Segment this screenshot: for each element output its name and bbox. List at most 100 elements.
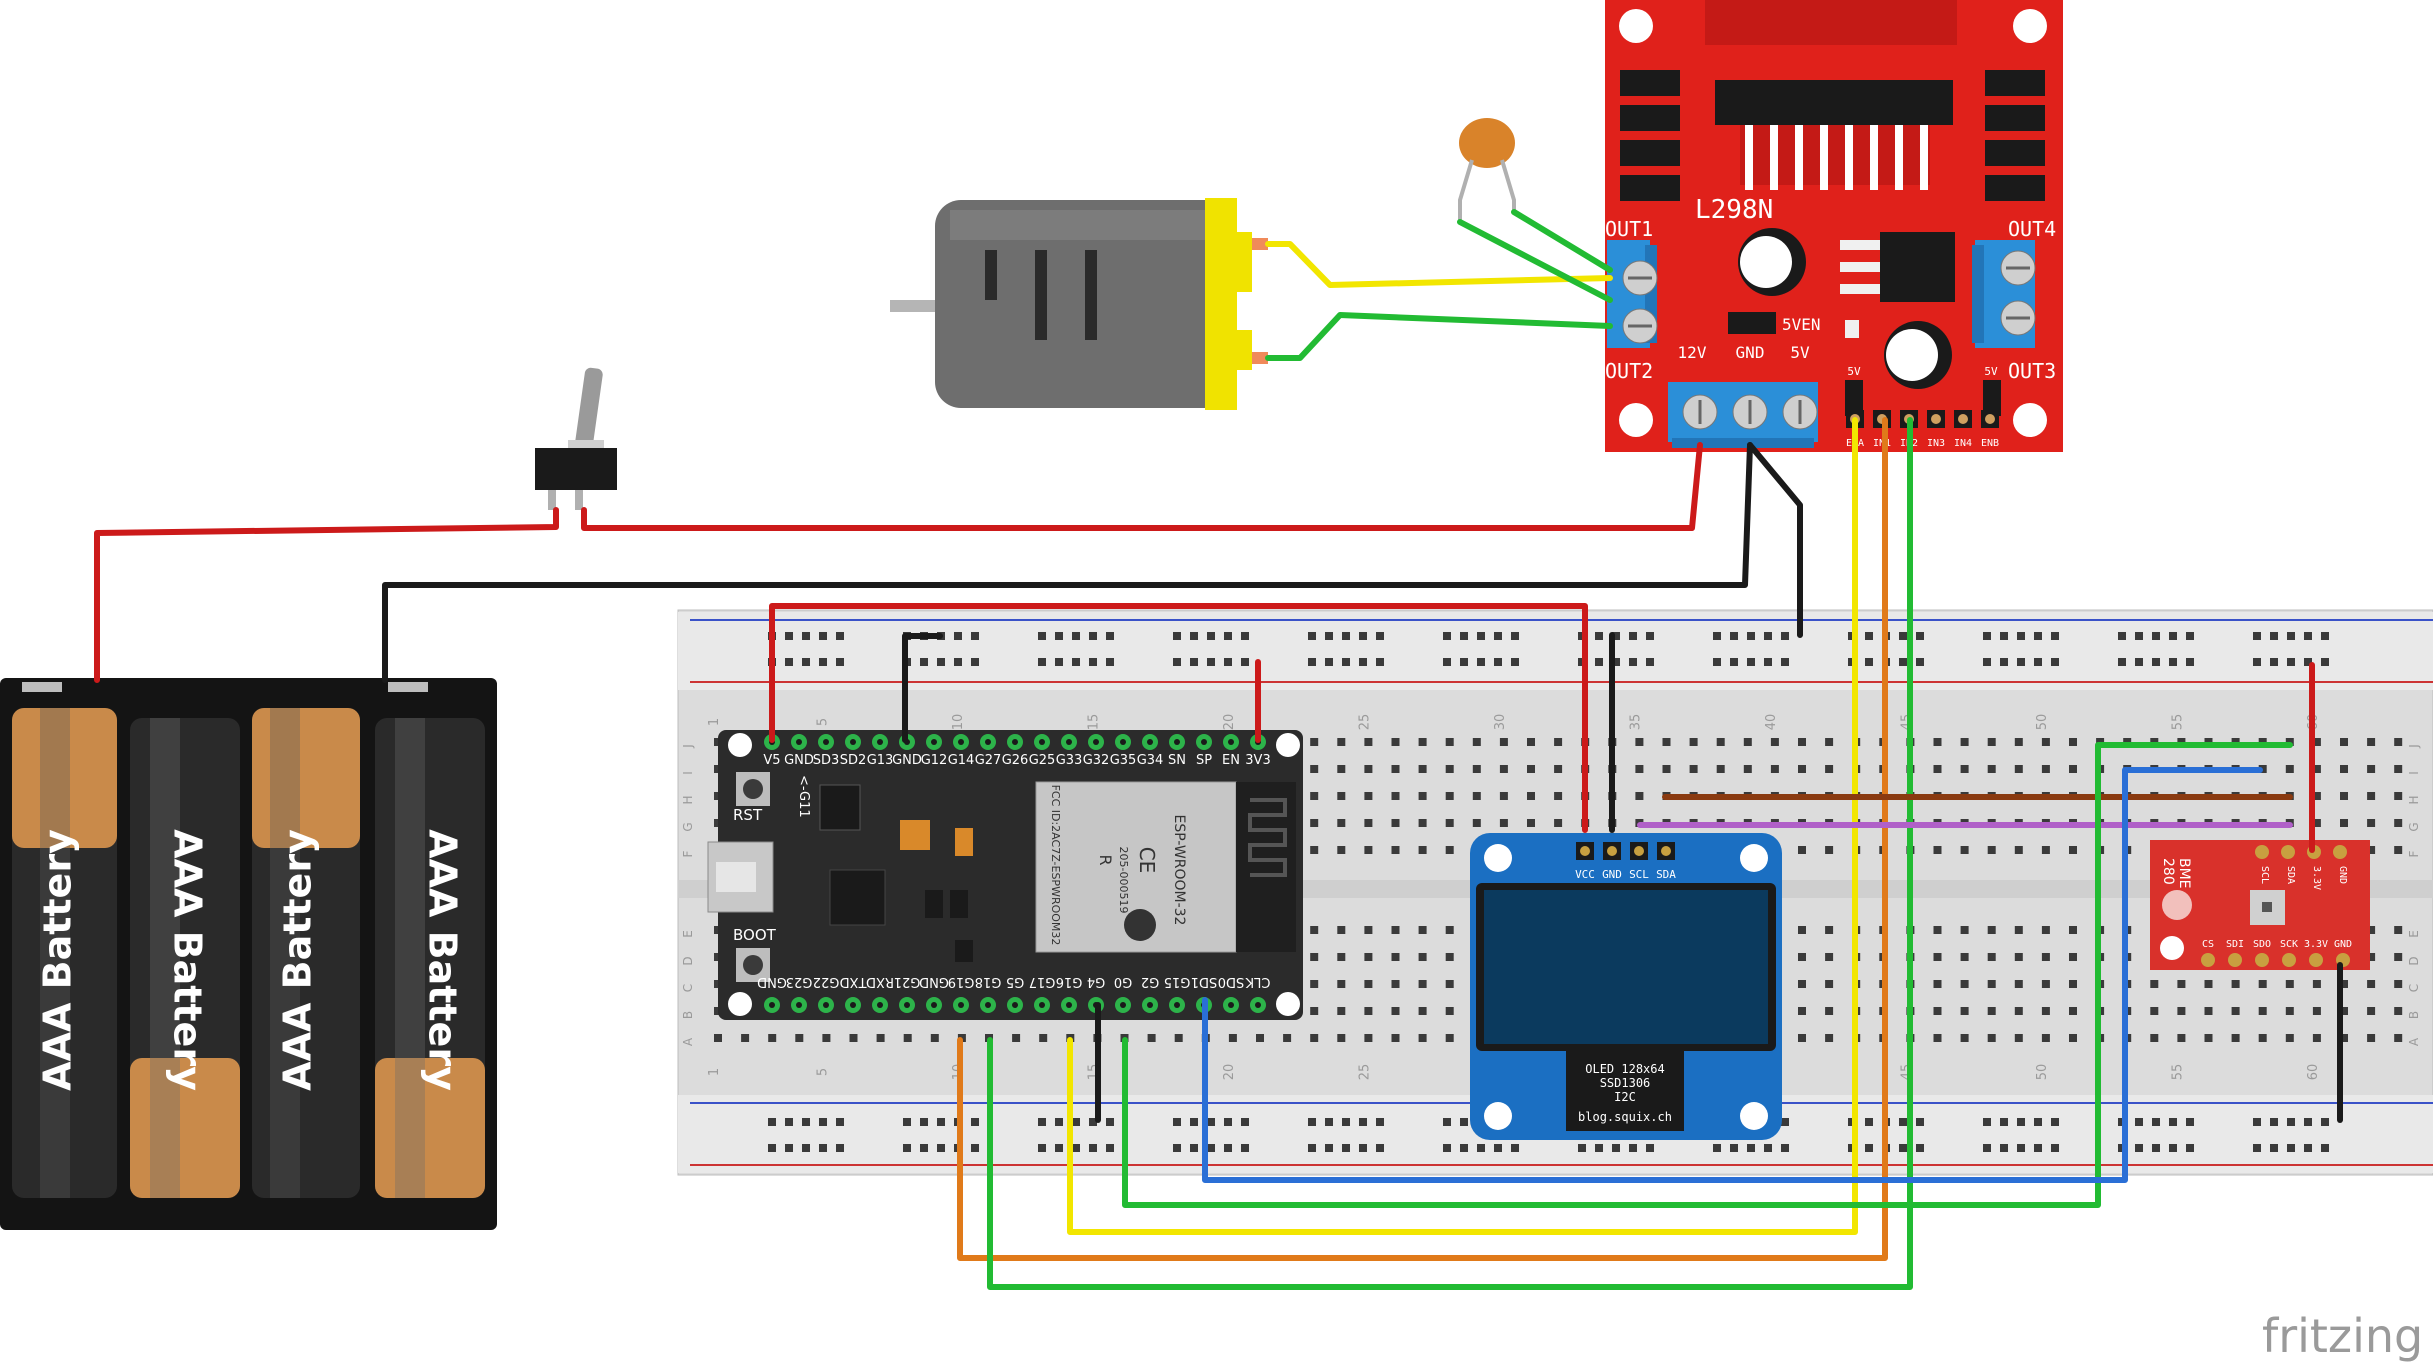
wire-bme-sda-blue [1202, 767, 2263, 1183]
breadboard-hole [2367, 765, 2376, 773]
power-term-5v: 5V [1790, 343, 1810, 362]
rail-hole [971, 658, 979, 666]
rail-hole [1781, 1118, 1789, 1126]
rail-hole [2135, 632, 2143, 640]
row-letter: G [681, 822, 695, 831]
breadboard-hole [2177, 1034, 2186, 1042]
rail-hole [1443, 1144, 1451, 1152]
rail-hole [1376, 1144, 1384, 1152]
breadboard-hole [2340, 1034, 2348, 1042]
rail-hole [1511, 658, 1519, 666]
rail-hole [1899, 1144, 1907, 1152]
breadboard-hole [2231, 1007, 2240, 1015]
row-letter: C [681, 984, 695, 992]
breadboard-hole [1635, 738, 1644, 746]
breadboard-hole [1472, 792, 1481, 800]
rail-hole [903, 1118, 911, 1126]
terminal-power [1668, 382, 1818, 448]
rail-hole [785, 632, 793, 640]
rail-hole [2287, 1144, 2295, 1152]
rail-hole [819, 632, 827, 640]
breadboard-hole [1391, 1034, 1400, 1042]
breadboard-hole [1445, 765, 1454, 773]
row-letter: H [681, 795, 695, 804]
rail-hole [1072, 1144, 1080, 1152]
breadboard-hole [2041, 765, 2050, 773]
breadboard-hole [1337, 1007, 1346, 1015]
breadboard-hole [1825, 846, 1834, 854]
bme-pin [2228, 953, 2242, 967]
breadboard-hole [1364, 926, 1373, 934]
breadboard-hole [1933, 846, 1942, 854]
rail-hole [1916, 658, 1924, 666]
breadboard-hole [1418, 765, 1427, 773]
breadboard-hole [2394, 846, 2403, 854]
breadboard-hole [1364, 846, 1373, 854]
esp32-pin-label: SD0 [1218, 974, 1245, 989]
rail-hole [2000, 632, 2008, 640]
rail-hole [1325, 1118, 1333, 1126]
breadboard-hole [1554, 765, 1563, 773]
bme-pin [2255, 953, 2269, 967]
breadboard-hole [1012, 1034, 1021, 1042]
bme-pin-label: SCL [2259, 866, 2270, 884]
breadboard-hole [1445, 819, 1454, 827]
breadboard-hole [1310, 1007, 1319, 1015]
rail-hole [2135, 1118, 2143, 1126]
rail-hole [1646, 632, 1654, 640]
oled-pin-contact [1607, 846, 1617, 856]
rail-hole [802, 1144, 810, 1152]
rail-hole [937, 658, 945, 666]
rail-hole [1173, 1118, 1181, 1126]
esp32-pin-hole [796, 739, 802, 745]
breadboard-hole [1310, 846, 1319, 854]
breadboard-hole [1960, 953, 1969, 961]
breadboard-hole [2340, 765, 2348, 773]
rail-hole [1106, 1144, 1114, 1152]
rail-hole [1308, 632, 1316, 640]
esp32-pin-hole [1174, 1002, 1180, 1008]
breadboard-hole [1716, 738, 1725, 746]
column-number: 30 [1493, 714, 1508, 731]
breadboard-hole [1364, 792, 1373, 800]
breadboard-hole [1798, 1007, 1806, 1015]
wire-motor-green [1265, 312, 1613, 361]
oled-pin-label: SCL [1629, 868, 1649, 881]
rail-hole [1713, 658, 1721, 666]
row-letter: E [2407, 930, 2421, 938]
breadboard-hole [1445, 953, 1454, 961]
breadboard-hole [2150, 1034, 2159, 1042]
breadboard-hole [1418, 846, 1427, 854]
rail-hole [802, 1118, 810, 1126]
breadboard-hole [1499, 819, 1508, 827]
breadboard-hole [1798, 1034, 1806, 1042]
breadboard-hole [1554, 738, 1563, 746]
breadboard-hole [2150, 980, 2159, 988]
battery-pack: AAA Battery AAA Battery AAA Battery AAA … [0, 678, 497, 1230]
breadboard-hole [1960, 738, 1969, 746]
rail-hole [1612, 632, 1620, 640]
column-number: 55 [2170, 714, 2185, 731]
breadboard-hole [1391, 846, 1400, 854]
row-letter: J [2407, 744, 2421, 749]
rail-hole [785, 658, 793, 666]
rail-hole [1072, 632, 1080, 640]
logic-5v-left: 5V [1847, 365, 1861, 378]
breadboard-hole [1174, 1034, 1183, 1042]
bme-pin [2309, 953, 2323, 967]
rail-hole [1494, 632, 1502, 640]
esp32-pin-hole [877, 739, 883, 745]
rail-hole [937, 1118, 945, 1126]
module-name: ESP-WROOM-32 [1171, 815, 1187, 926]
breadboard-hole [1689, 738, 1698, 746]
breadboard-hole [2312, 819, 2321, 827]
esp32-pin-label: G19 [948, 974, 975, 989]
wire-cap-2 [1511, 209, 1613, 273]
rail-hole [1325, 658, 1333, 666]
breadboard-hole [2258, 980, 2267, 988]
rail-hole [1190, 1144, 1198, 1152]
column-number: 10 [951, 714, 966, 731]
wire-cap-1 [1457, 219, 1613, 303]
battery-cell-label: AAA Battery [421, 829, 465, 1091]
rail-hole [785, 1144, 793, 1152]
